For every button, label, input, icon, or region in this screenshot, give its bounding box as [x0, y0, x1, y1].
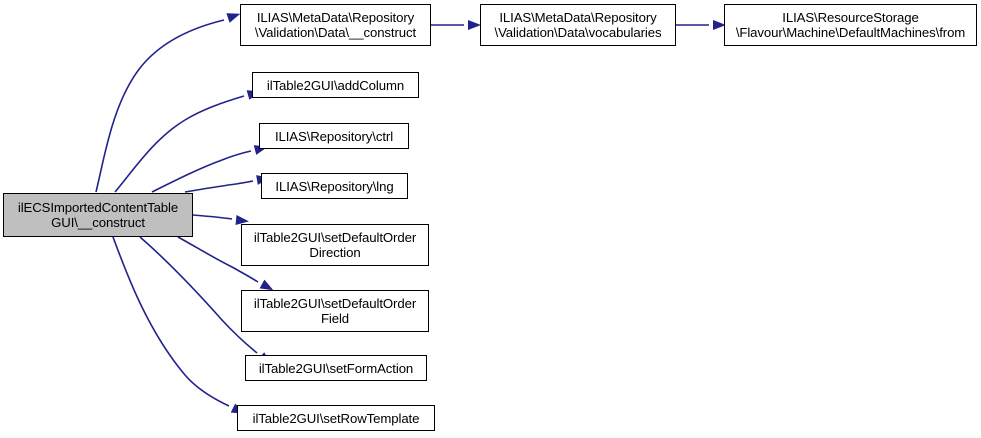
- graph-node-add_column[interactable]: ilTable2GUI\addColumn: [252, 72, 419, 98]
- graph-node-label-repo_ctrl: ILIAS\Repository\ctrl: [274, 128, 394, 144]
- root-to-repo-lng: [184, 180, 254, 193]
- root-to-add-column: [114, 95, 245, 193]
- graph-node-label-set_order_field: ilTable2GUI\setDefaultOrder Field: [253, 296, 417, 326]
- root-to-set-row-template: [112, 236, 230, 407]
- graph-node-set_order_direction[interactable]: ilTable2GUI\setDefaultOrder Direction: [241, 224, 429, 266]
- arrow-md-construct: [226, 13, 241, 23]
- graph-node-set_row_template[interactable]: ilTable2GUI\setRowTemplate: [237, 405, 435, 431]
- graph-node-label-md_vocabularies: ILIAS\MetaData\Repository \Validation\Da…: [494, 10, 662, 40]
- root-to-set-order-direction: [192, 214, 233, 220]
- graph-node-set_form_action[interactable]: ilTable2GUI\setFormAction: [245, 355, 427, 381]
- graph-node-label-repo_lng: ILIAS\Repository\lng: [275, 178, 394, 194]
- graph-node-label-set_order_direction: ilTable2GUI\setDefaultOrder Direction: [253, 230, 417, 260]
- graph-node-label-add_column: ilTable2GUI\addColumn: [266, 77, 405, 93]
- graph-node-md_construct[interactable]: ILIAS\MetaData\Repository \Validation\Da…: [240, 4, 431, 46]
- graph-node-set_order_field[interactable]: ilTable2GUI\setDefaultOrder Field: [241, 290, 429, 332]
- graph-node-default_machines_from[interactable]: ILIAS\ResourceStorage \Flavour\Machine\D…: [724, 4, 977, 46]
- edge-layer: [95, 19, 709, 407]
- root-to-md-construct: [95, 19, 225, 193]
- graph-node-repo_ctrl[interactable]: ILIAS\Repository\ctrl: [259, 123, 409, 149]
- graph-node-md_vocabularies[interactable]: ILIAS\MetaData\Repository \Validation\Da…: [480, 4, 676, 46]
- graph-node-label-set_form_action: ilTable2GUI\setFormAction: [258, 360, 414, 376]
- arrow-set-order-field: [259, 279, 274, 291]
- arrow-set-order-direction: [235, 215, 249, 225]
- arrow-vocabularies: [468, 20, 481, 30]
- graph-node-label-md_construct: ILIAS\MetaData\Repository \Validation\Da…: [254, 10, 417, 40]
- root-to-repo-ctrl: [151, 150, 252, 193]
- graph-node-root[interactable]: ilECSImportedContentTable GUI\__construc…: [3, 193, 193, 237]
- graph-node-repo_lng[interactable]: ILIAS\Repository\lng: [261, 173, 408, 199]
- graph-node-label-root: ilECSImportedContentTable GUI\__construc…: [17, 200, 179, 230]
- graph-node-label-set_row_template: ilTable2GUI\setRowTemplate: [252, 410, 420, 426]
- arrow-default-machines: [713, 20, 726, 30]
- graph-node-label-default_machines_from: ILIAS\ResourceStorage \Flavour\Machine\D…: [735, 10, 966, 40]
- root-to-set-form-action: [139, 236, 258, 354]
- root-to-set-order-field: [177, 236, 259, 283]
